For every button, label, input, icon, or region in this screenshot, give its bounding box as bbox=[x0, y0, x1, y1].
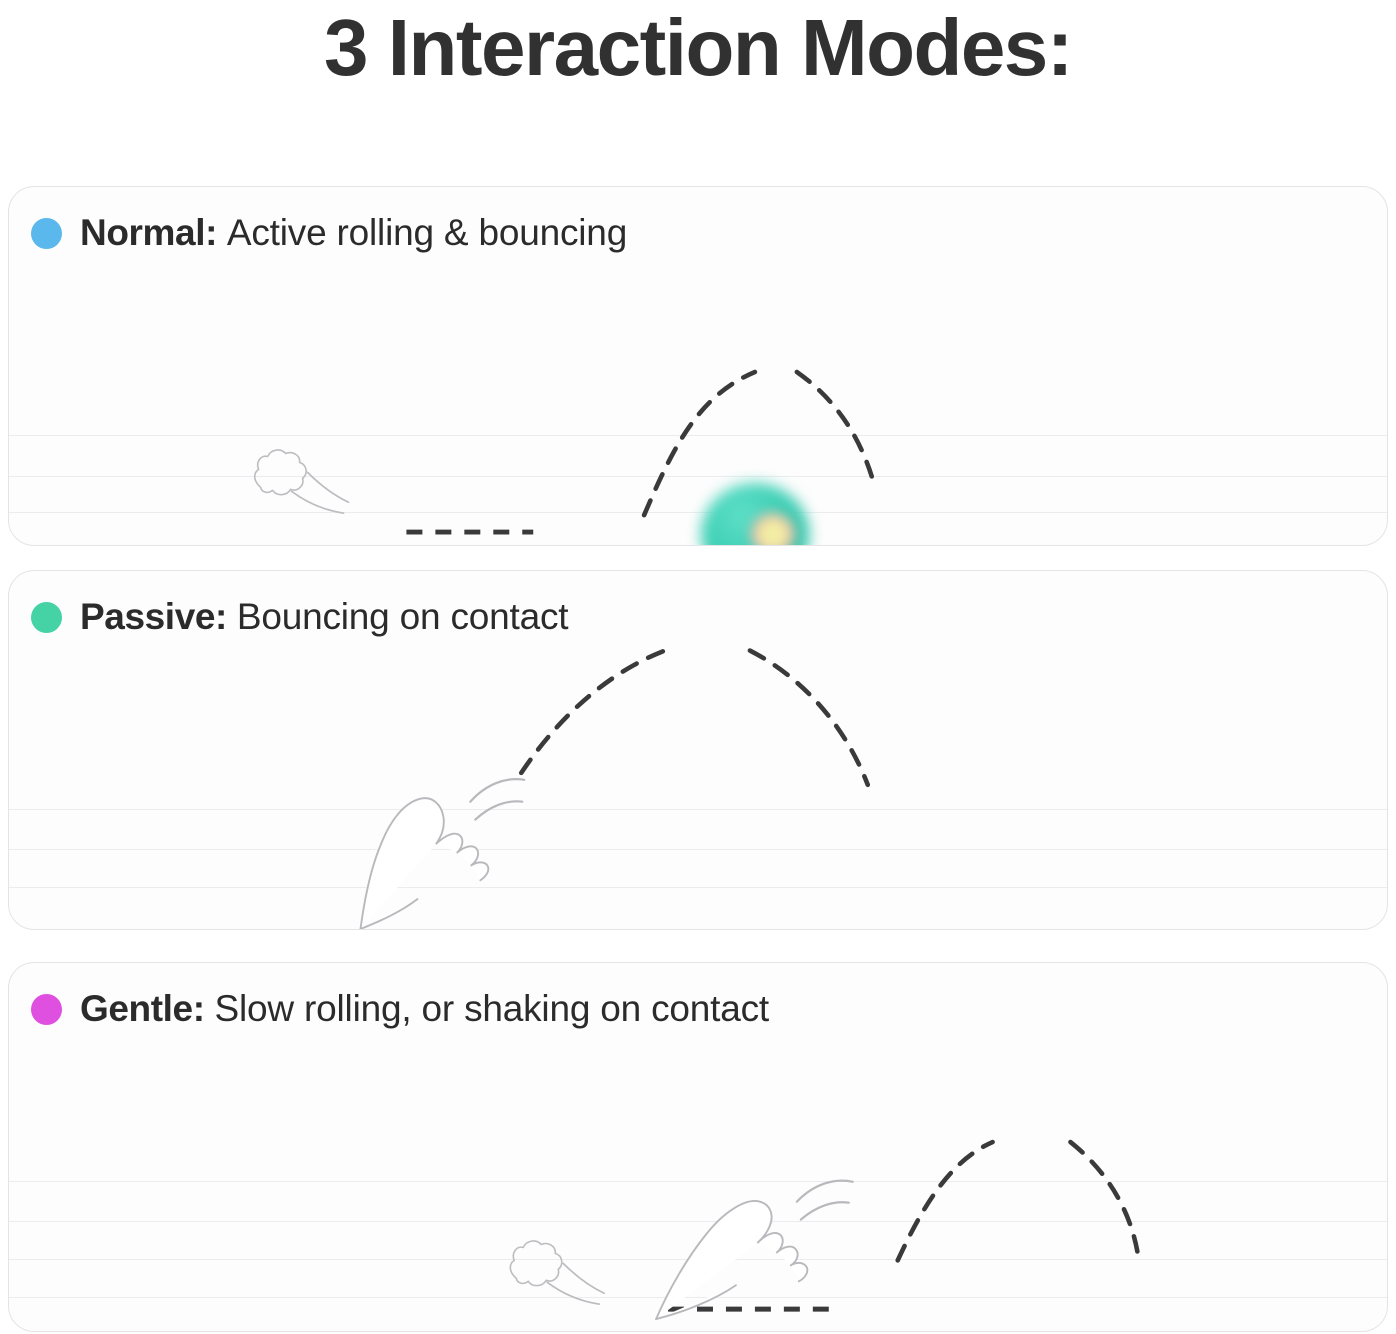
mode-header-text-normal: Normal: Active rolling & bouncing bbox=[80, 211, 627, 255]
paw-motion-lines bbox=[795, 1179, 854, 1221]
motion-speed-lines bbox=[546, 1262, 605, 1305]
scene-gentle bbox=[509, 1139, 1140, 1321]
trajectory-descend bbox=[794, 369, 875, 479]
mode-description-normal: Active rolling & bouncing bbox=[226, 212, 628, 253]
paw-motion-lines bbox=[469, 778, 526, 821]
scene-normal bbox=[253, 369, 875, 535]
page-title: 3 Interaction Modes: bbox=[324, 3, 1073, 92]
rule-line bbox=[9, 435, 1387, 436]
rule-line bbox=[9, 887, 1387, 888]
mode-header-text-gentle: Gentle: Slow rolling, or shaking on cont… bbox=[80, 987, 769, 1031]
mode-card-passive: Passive: Bouncing on contact bbox=[8, 570, 1388, 930]
mode-dot-normal bbox=[31, 217, 62, 249]
trajectory-descend bbox=[1068, 1139, 1140, 1254]
trajectory-descend bbox=[747, 648, 871, 788]
cat-paw-icon bbox=[655, 1200, 809, 1321]
rule-line bbox=[9, 809, 1387, 810]
trajectory-ascend bbox=[641, 369, 758, 518]
mode-header-passive: Passive: Bouncing on contact bbox=[31, 595, 569, 639]
mode-header-gentle: Gentle: Slow rolling, or shaking on cont… bbox=[31, 987, 769, 1031]
cat-paw-icon bbox=[359, 797, 490, 929]
mode-description-gentle: Slow rolling, or shaking on contact bbox=[214, 988, 770, 1029]
rule-line bbox=[9, 1221, 1387, 1222]
rule-line bbox=[9, 849, 1387, 850]
mode-description-passive: Bouncing on contact bbox=[236, 596, 569, 637]
mode-name-passive: Passive: bbox=[80, 596, 237, 637]
rule-line bbox=[9, 1181, 1387, 1182]
dust-puff-icon bbox=[253, 449, 307, 496]
mode-header-normal: Normal: Active rolling & bouncing bbox=[31, 211, 627, 255]
mode-card-gentle: Gentle: Slow rolling, or shaking on cont… bbox=[8, 962, 1388, 1332]
scene-passive bbox=[359, 646, 871, 929]
rule-line bbox=[9, 1297, 1387, 1298]
rule-line bbox=[9, 476, 1387, 477]
mode-dot-gentle bbox=[31, 993, 62, 1025]
trajectory-ascend bbox=[518, 646, 673, 776]
mode-name-normal: Normal: bbox=[80, 212, 227, 253]
dust-puff-icon bbox=[509, 1240, 563, 1287]
rule-line bbox=[9, 512, 1387, 513]
mode-header-text-passive: Passive: Bouncing on contact bbox=[80, 595, 569, 639]
mode-card-normal: Normal: Active rolling & bouncing bbox=[8, 186, 1388, 546]
mode-name-gentle: Gentle: bbox=[80, 988, 215, 1029]
trajectory-ascend bbox=[895, 1139, 995, 1263]
mode-dot-passive bbox=[31, 601, 62, 633]
motion-speed-lines bbox=[290, 471, 350, 515]
ball-light-core bbox=[751, 513, 795, 545]
